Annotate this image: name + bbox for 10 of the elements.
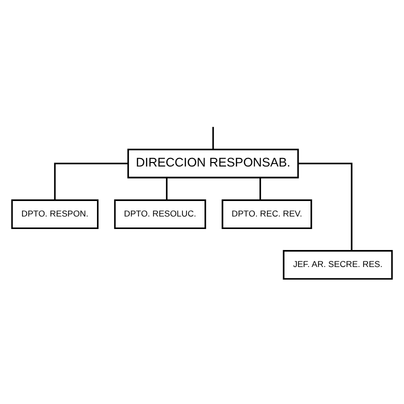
connector bbox=[166, 177, 168, 200]
node-box: DPTO. RESOLUC. bbox=[114, 198, 206, 228]
node-box: DIRECCION RESPONSAB. bbox=[127, 148, 299, 178]
node-box: DPTO. RESPON. bbox=[11, 198, 99, 228]
connector bbox=[298, 162, 352, 250]
connector bbox=[54, 162, 128, 200]
node-box: JEF. AR. SECRE. RES. bbox=[282, 250, 393, 280]
connector bbox=[212, 126, 214, 149]
node-box: DPTO. REC. REV. bbox=[222, 198, 312, 228]
connector bbox=[259, 177, 262, 200]
